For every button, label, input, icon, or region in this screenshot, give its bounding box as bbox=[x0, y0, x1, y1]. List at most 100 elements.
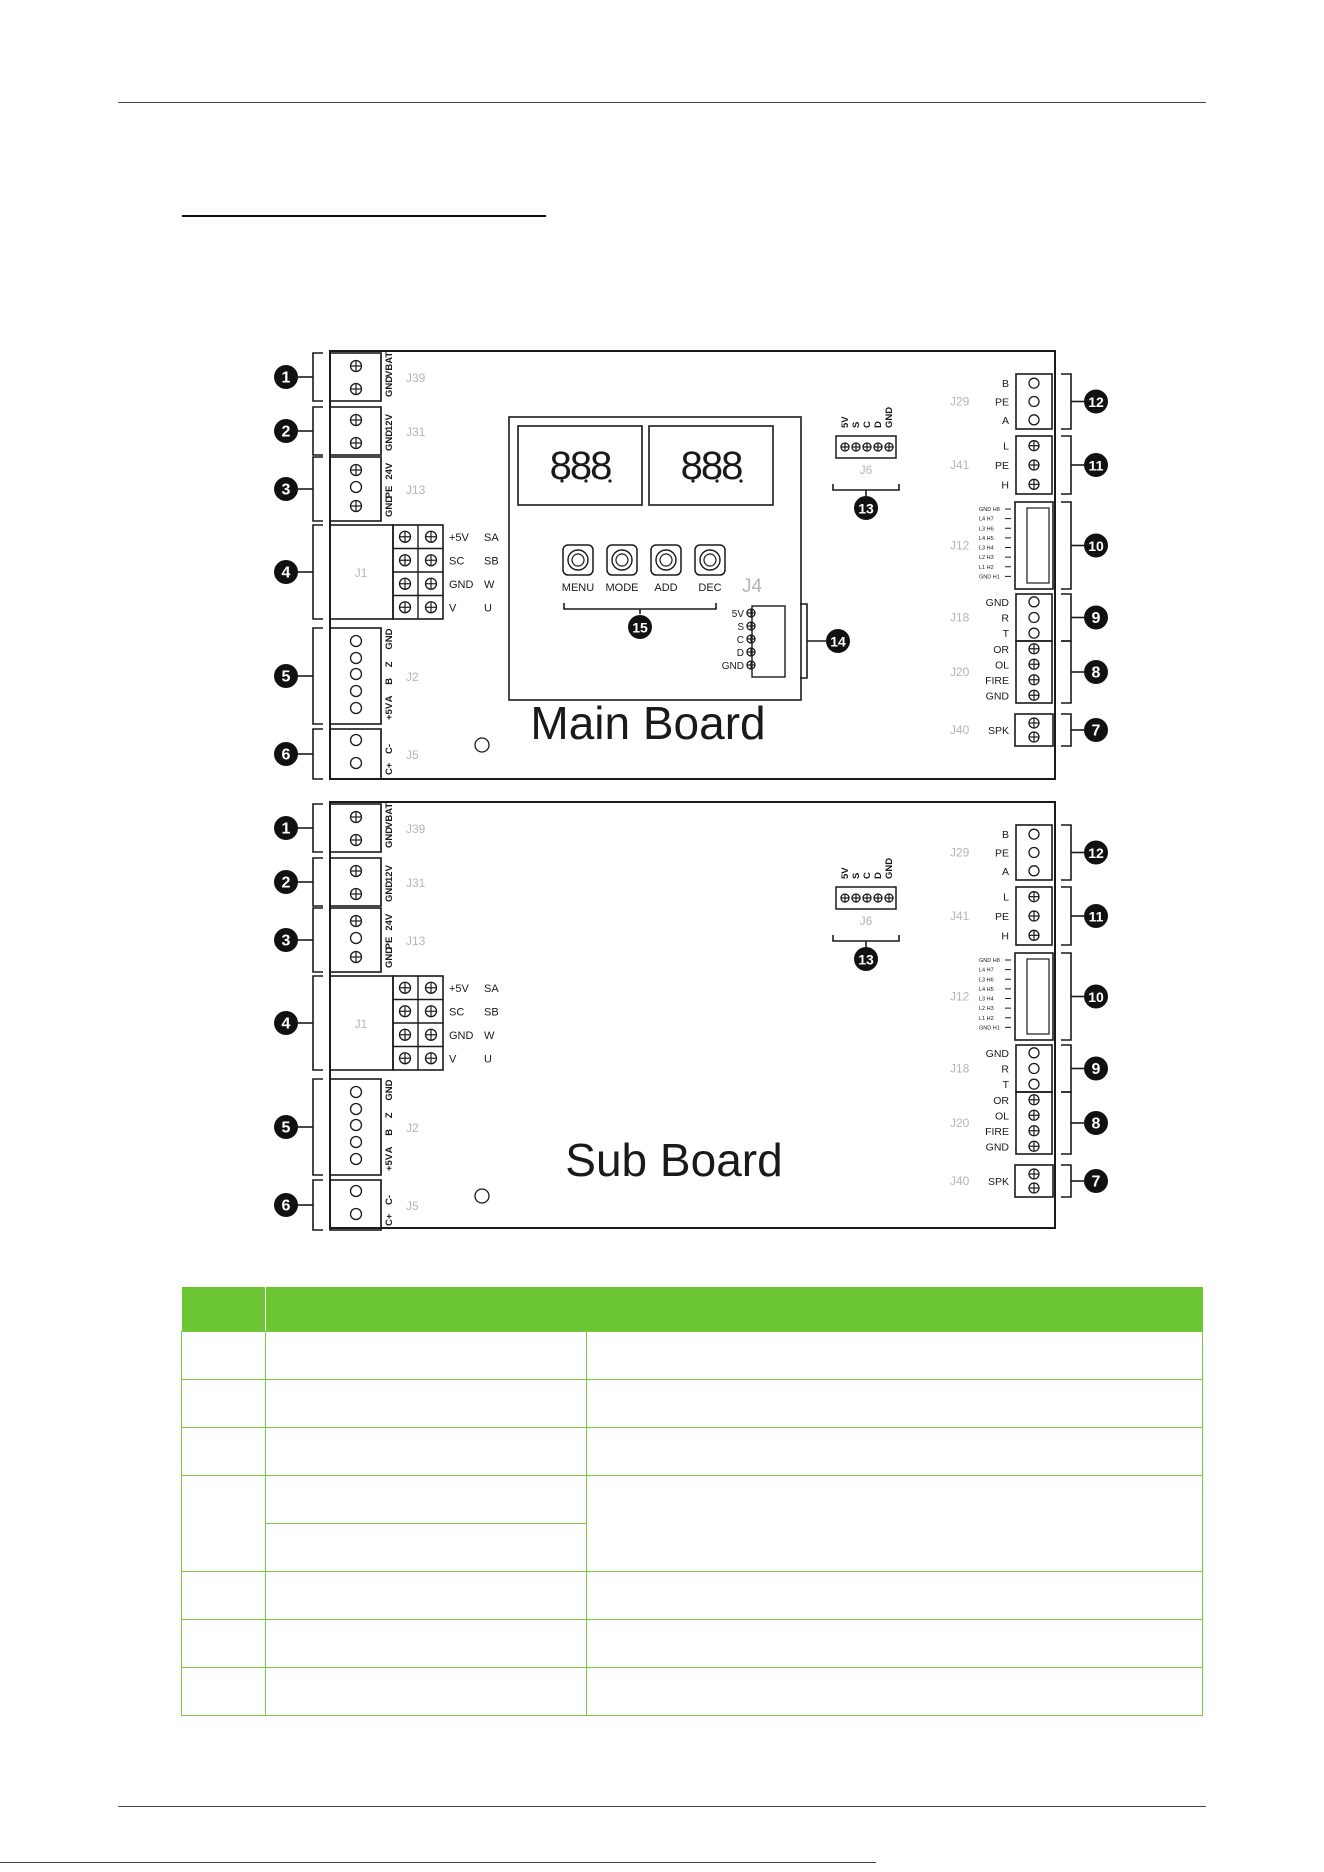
table-cell bbox=[586, 1331, 1203, 1380]
pin-label: D bbox=[873, 421, 884, 428]
connector-name: J29 bbox=[950, 395, 970, 409]
pin-label-mini: L1 H2 bbox=[979, 565, 994, 571]
table-cell bbox=[586, 1619, 1203, 1668]
callout-bracket bbox=[1061, 1164, 1072, 1198]
pin-label-mini: L3 H6 bbox=[979, 526, 994, 532]
connector-j2-box bbox=[329, 627, 382, 725]
connector-j12-inner bbox=[1026, 507, 1050, 584]
pin-circle bbox=[349, 701, 363, 715]
pin-plus bbox=[1028, 674, 1040, 686]
pin-plus bbox=[1028, 717, 1040, 729]
connector-j2-box bbox=[329, 1078, 382, 1176]
pin-label: FIRE bbox=[985, 1126, 1009, 1138]
pin-label: C bbox=[737, 635, 744, 646]
connector-name: J41 bbox=[950, 458, 970, 472]
pin-plus bbox=[424, 601, 438, 614]
callout-number: 3 bbox=[282, 933, 291, 950]
pin-label: S bbox=[737, 622, 744, 633]
pin-circle bbox=[1028, 596, 1040, 608]
pin-label: VBAT bbox=[384, 352, 395, 377]
callout-badge-10 bbox=[1084, 533, 1108, 558]
pin-plus bbox=[873, 893, 883, 903]
connector-name: J13 bbox=[406, 934, 426, 948]
panel-button-dec bbox=[694, 544, 726, 576]
pin-label: H bbox=[1001, 479, 1009, 491]
mounting-hole bbox=[474, 737, 490, 753]
callout-badge-4 bbox=[274, 560, 298, 584]
panel-button-core bbox=[703, 553, 717, 567]
pin-label-mini: L4 H7 bbox=[979, 968, 994, 974]
connector-name: J29 bbox=[950, 846, 970, 860]
pin-plus bbox=[1028, 643, 1040, 655]
pin-label: V bbox=[449, 1053, 457, 1065]
pin-plus bbox=[1028, 1109, 1040, 1121]
pin-label-mini: L3 H6 bbox=[979, 977, 994, 983]
connector-j41-box bbox=[1015, 435, 1053, 495]
pin-plus bbox=[840, 893, 850, 903]
pin-label-mini: GND H1 bbox=[979, 574, 1000, 580]
pin-circle bbox=[349, 1207, 363, 1221]
pin-label: PE bbox=[995, 460, 1009, 472]
pin-plus bbox=[884, 893, 894, 903]
connector-j40-box bbox=[1014, 1164, 1054, 1198]
callout-badge-9 bbox=[1084, 1056, 1108, 1081]
pin-label: B bbox=[1002, 378, 1009, 390]
pin-label: GND bbox=[384, 376, 395, 397]
callout-bracket bbox=[312, 627, 323, 725]
pin-label: +5V bbox=[384, 1153, 395, 1171]
pin-circle bbox=[349, 1118, 363, 1132]
callout-badge-8 bbox=[1084, 660, 1108, 684]
pin-plus bbox=[349, 887, 363, 901]
pin-plus bbox=[398, 1052, 412, 1065]
pin-circle bbox=[1028, 828, 1040, 840]
panel-button-ring bbox=[567, 549, 589, 571]
panel-button-core bbox=[659, 553, 673, 567]
connector-name: J20 bbox=[950, 1116, 970, 1130]
callout-bracket bbox=[312, 1179, 323, 1231]
connector-name: J31 bbox=[406, 876, 426, 890]
connector-name: J39 bbox=[406, 371, 426, 385]
callout-badge-7 bbox=[1084, 718, 1108, 742]
connector-j29-box bbox=[1015, 373, 1053, 430]
pin-label: GND bbox=[384, 827, 395, 848]
pin-label-mini: L3 H4 bbox=[979, 546, 994, 552]
callout-bracket bbox=[312, 406, 323, 456]
connector-j12-box bbox=[1014, 952, 1054, 1041]
panel-button-core bbox=[571, 553, 585, 567]
callout-number: 13 bbox=[858, 501, 874, 517]
pin-circle bbox=[349, 756, 363, 770]
pin-circle bbox=[1028, 846, 1040, 859]
pin-label: +5V bbox=[449, 532, 470, 544]
callout-number: 9 bbox=[1092, 1061, 1101, 1078]
pin-label: GND bbox=[884, 407, 895, 428]
pin-circle bbox=[349, 684, 363, 698]
pin-label: SA bbox=[484, 532, 499, 544]
callout-badge-3 bbox=[274, 928, 298, 952]
callout-bracket bbox=[312, 907, 323, 973]
callout-bracket bbox=[312, 857, 323, 907]
pin-plus bbox=[1028, 1094, 1040, 1106]
pin-label: Z bbox=[384, 1112, 395, 1118]
pin-plus bbox=[1028, 1125, 1040, 1137]
callout-number: 11 bbox=[1089, 909, 1104, 925]
pin-plus bbox=[746, 634, 756, 644]
pin-label: R bbox=[1001, 1064, 1009, 1076]
callout-bracket bbox=[1061, 713, 1072, 747]
pin-label: GND bbox=[449, 1030, 474, 1042]
pin-circle bbox=[1028, 865, 1040, 877]
callout-badge-10 bbox=[1084, 984, 1108, 1009]
pin-label: T bbox=[1003, 1079, 1010, 1091]
callout-number: 14 bbox=[830, 634, 846, 650]
footer-short-rule bbox=[0, 1862, 876, 1863]
table-cell bbox=[586, 1571, 1203, 1620]
pin-label: C+ bbox=[384, 762, 395, 775]
panel-button-ring bbox=[611, 549, 633, 571]
pin-plus bbox=[398, 601, 412, 614]
pin-label: L bbox=[1003, 892, 1009, 904]
pin-label: +5V bbox=[449, 983, 470, 995]
pin-plus bbox=[424, 577, 438, 590]
callout-bracket bbox=[1061, 640, 1072, 704]
panel-button-label: DEC bbox=[698, 582, 721, 594]
display-digits: 888 bbox=[681, 444, 742, 488]
